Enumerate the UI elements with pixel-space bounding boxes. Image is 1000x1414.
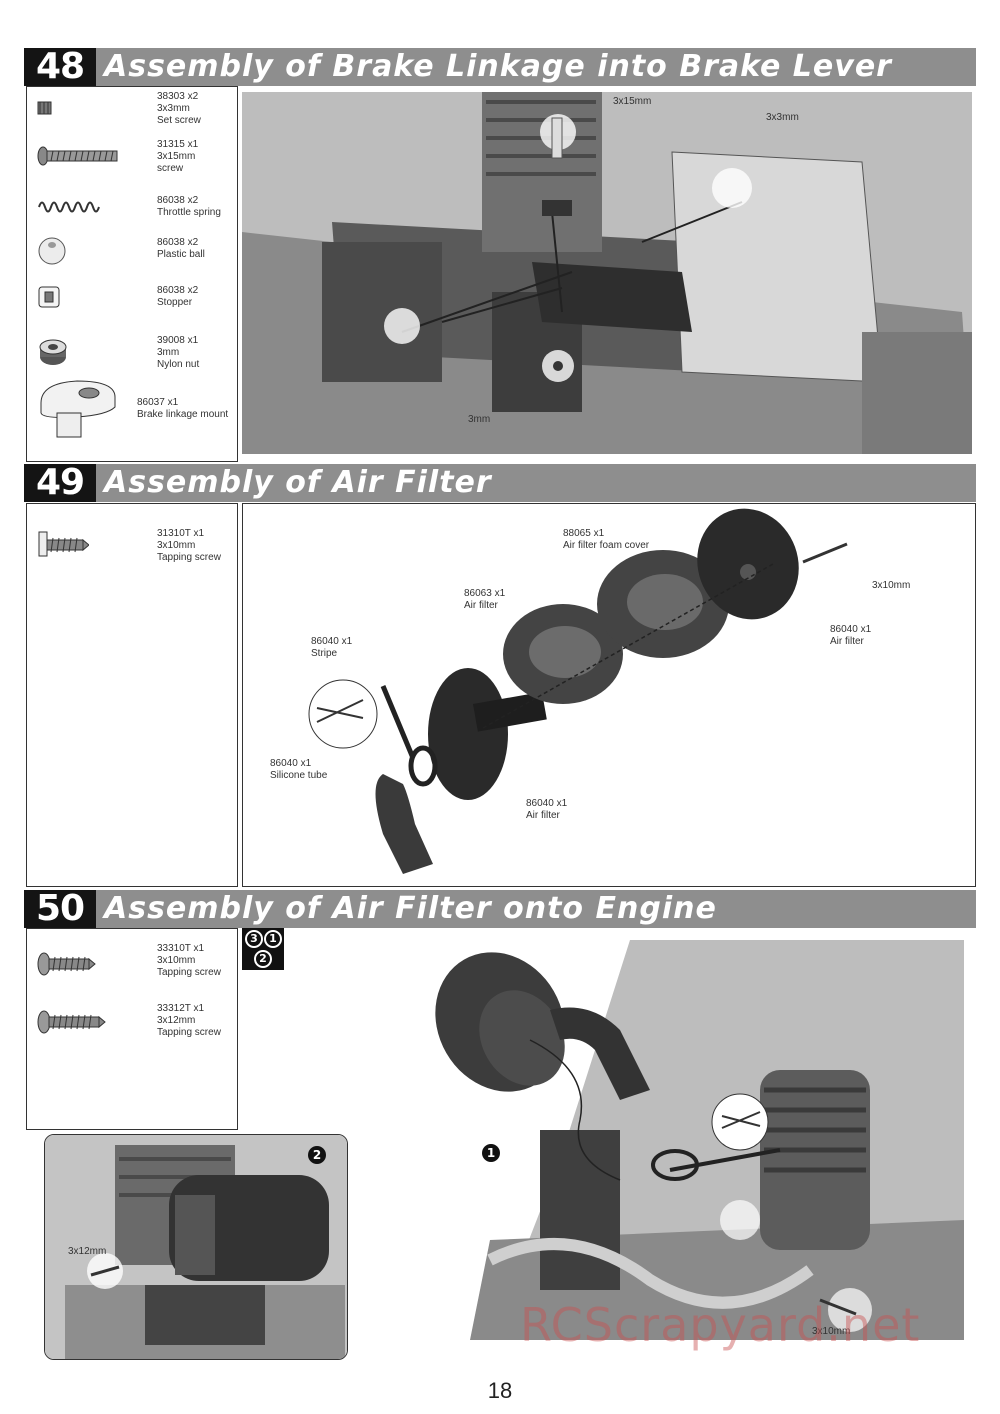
part-name: Tapping screw — [157, 552, 221, 563]
dimension-label: 3x10mm — [812, 1326, 851, 1337]
tapping-screw-icon — [37, 1010, 106, 1034]
part-size: 3x15mm — [157, 151, 196, 162]
part-code: 38303 x2 — [157, 91, 199, 102]
part-code: 86038 x2 — [157, 237, 199, 248]
part-size: 3x10mm — [157, 540, 196, 551]
step-title: Assembly of Air Filter — [104, 465, 492, 500]
spring-icon — [38, 201, 100, 213]
step-48-header: 48 Assembly of Brake Linkage into Brake … — [24, 48, 976, 86]
part-name: Set screw — [157, 115, 201, 126]
part-name: Brake linkage mount — [137, 409, 229, 420]
part-size: 3x10mm — [157, 955, 196, 966]
part-size: 3x3mm — [157, 103, 190, 114]
step-number: 50 — [24, 890, 96, 928]
plastic-ball-icon — [38, 237, 66, 265]
watermark: RCScrapyard.net — [520, 1298, 921, 1352]
step-number: 48 — [24, 48, 96, 86]
part-size: 3x12mm — [157, 1015, 196, 1026]
step-50-inset — [44, 1134, 348, 1360]
part-name: Throttle spring — [157, 207, 221, 218]
order-number: 1 — [264, 930, 282, 948]
tapping-screw-icon — [37, 952, 96, 976]
part-code: 31315 x1 — [157, 139, 199, 150]
step-title: Assembly of Brake Linkage into Brake Lev… — [104, 49, 892, 84]
step-49-header: 49 Assembly of Air Filter — [24, 464, 976, 502]
order-number: 2 — [254, 950, 272, 968]
stopper-icon — [38, 286, 60, 308]
step-49-parts-list: 31310T x1 3x10mm Tapping screw — [26, 503, 238, 887]
dimension-label: 3x10mm — [872, 580, 911, 591]
dimension-label: 3x3mm — [766, 112, 799, 123]
dimension-label: 3x12mm — [68, 1246, 107, 1257]
step-marker-1: 1 — [482, 1144, 500, 1162]
page-number: 18 — [487, 1378, 513, 1403]
dimension-label: 3x15mm — [613, 96, 652, 107]
step-48-parts-list: 38303 x2 3x3mm Set screw 31315 x1 3x15mm… — [26, 86, 238, 462]
part-name: Nylon nut — [157, 359, 200, 370]
part-code: 39008 x1 — [157, 335, 199, 346]
order-number: 3 — [245, 930, 263, 948]
step-50-parts-list: 33310T x1 3x10mm Tapping screw 33312T x1… — [26, 928, 238, 1130]
tapping-screw-icon — [38, 531, 89, 557]
part-code: 31310T x1 — [157, 528, 205, 539]
part-name: Tapping screw — [157, 1027, 221, 1038]
part-name: Tapping screw — [157, 967, 221, 978]
assembly-order-badge: 3 1 2 — [242, 928, 284, 970]
part-code: 86038 x2 — [157, 285, 199, 296]
set-screw-icon — [37, 101, 52, 115]
step-title: Assembly of Air Filter onto Engine — [104, 891, 717, 926]
step-number: 49 — [24, 464, 96, 502]
part-size: 3mm — [157, 347, 180, 358]
screw-icon — [37, 146, 118, 166]
part-name: Plastic ball — [157, 249, 205, 260]
part-code: 33310T x1 — [157, 943, 205, 954]
part-code: 86037 x1 — [137, 397, 179, 408]
nylon-nut-icon — [39, 339, 67, 365]
brake-linkage-mount-icon — [40, 380, 116, 438]
inset-diagram — [45, 1135, 347, 1359]
part-name: screw — [157, 163, 184, 174]
step-marker-2: 2 — [308, 1146, 326, 1164]
step-49-diagram — [243, 504, 973, 884]
part-name: Stopper — [157, 297, 193, 308]
part-code: 86038 x2 — [157, 195, 199, 206]
part-code: 33312T x1 — [157, 1003, 205, 1014]
step-48-diagram — [242, 92, 972, 454]
step-50-header: 50 Assembly of Air Filter onto Engine — [24, 890, 976, 928]
step-49-diagram-frame — [242, 503, 976, 887]
step-50-main-diagram — [430, 940, 964, 1340]
dimension-label: 3mm — [468, 414, 491, 425]
